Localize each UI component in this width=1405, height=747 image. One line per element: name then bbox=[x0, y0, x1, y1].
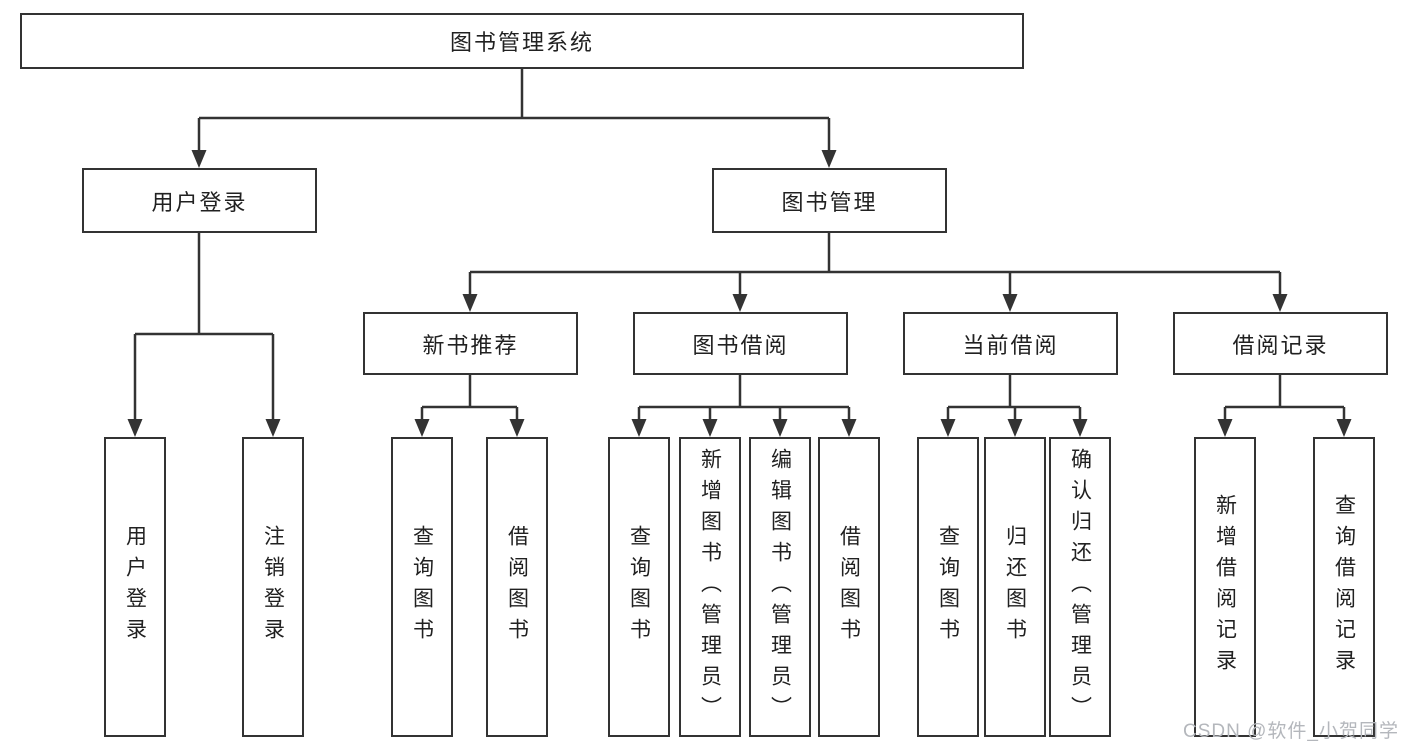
leaf-query-borrow-record: 查询借阅记录 bbox=[1313, 437, 1375, 737]
node-current-borrow: 当前借阅 bbox=[903, 312, 1118, 375]
leaf-current-query-book: 查询图书 bbox=[917, 437, 979, 737]
node-user-login-group: 用户登录 bbox=[82, 168, 317, 233]
node-book-management: 图书管理 bbox=[712, 168, 947, 233]
leaf-recommend-query-book: 查询图书 bbox=[391, 437, 453, 737]
leaf-edit-book-admin: 编辑图书（管理员） bbox=[749, 437, 811, 737]
node-borrow-record: 借阅记录 bbox=[1173, 312, 1388, 375]
leaf-confirm-return-admin: 确认归还（管理员） bbox=[1049, 437, 1111, 737]
leaf-add-book-admin: 新增图书（管理员） bbox=[679, 437, 741, 737]
leaf-add-borrow-record: 新增借阅记录 bbox=[1194, 437, 1256, 737]
leaf-borrow-query-book: 查询图书 bbox=[608, 437, 670, 737]
leaf-return-book: 归还图书 bbox=[984, 437, 1046, 737]
leaf-user-login: 用户登录 bbox=[104, 437, 166, 737]
node-book-borrow: 图书借阅 bbox=[633, 312, 848, 375]
watermark: CSDN @软件_小贺同学 bbox=[1183, 721, 1399, 742]
leaf-logout: 注销登录 bbox=[242, 437, 304, 737]
leaf-borrow-book: 借阅图书 bbox=[818, 437, 880, 737]
leaf-recommend-borrow-book: 借阅图书 bbox=[486, 437, 548, 737]
node-root-system: 图书管理系统 bbox=[20, 13, 1024, 69]
node-new-book-recommend: 新书推荐 bbox=[363, 312, 578, 375]
